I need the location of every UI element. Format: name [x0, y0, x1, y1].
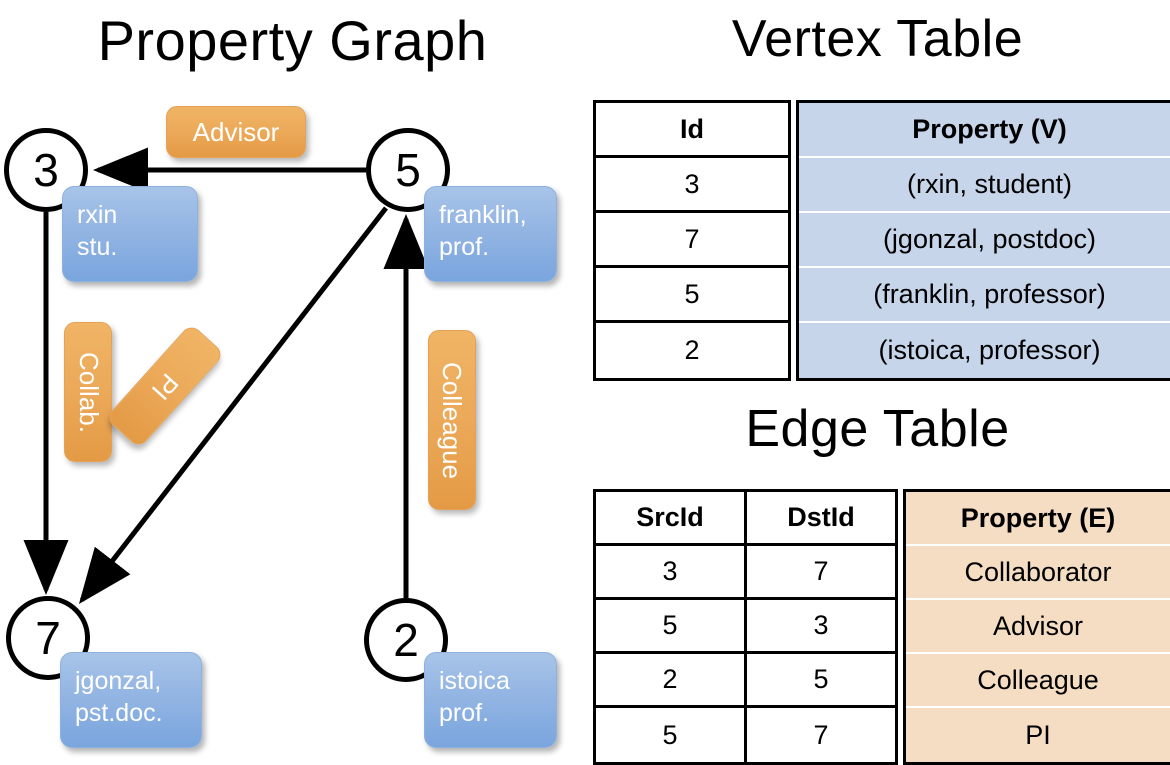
- vertex-property-callout-2-line2: prof.: [439, 699, 490, 727]
- edge-table-column-property: Property (E) Collaborator Advisor Collea…: [903, 489, 1170, 765]
- table-row: 2: [684, 335, 700, 365]
- vertex-table: Id 3 7 5 2 Property (V) (rxin, student) …: [593, 100, 1170, 381]
- table-row: 2: [596, 654, 744, 708]
- table-row: (istoica, professor): [799, 323, 1170, 378]
- edge-label-advisor-text: Advisor: [192, 116, 280, 147]
- graph-node-5-label: 5: [395, 144, 421, 196]
- table-row: 3: [596, 158, 788, 213]
- table-row: 5: [596, 268, 788, 323]
- table-row: 7: [596, 213, 788, 268]
- vertex-property-callout-7: jgonzal, pst.doc.: [60, 652, 202, 748]
- graph-edge-lines: [23, 147, 429, 604]
- section-title-vertex-table: Vertex Table: [731, 10, 1024, 68]
- graph-node-2[interactable]: 2: [364, 598, 448, 682]
- property-graph-diagram: 3 5 7 2 rxin stu. franklin, prof. jgonza…: [0, 0, 585, 760]
- table-row: Advisor: [906, 600, 1170, 654]
- graph-node-3-label: 3: [33, 144, 59, 196]
- edge-table: SrcId 3 5 2 5 DstId 7 3 5 7 Property (E)…: [593, 489, 1170, 765]
- table-row: (jgonzal, postdoc): [799, 213, 1170, 268]
- table-row: 3: [596, 546, 744, 600]
- edge-label-advisor: Advisor: [166, 106, 306, 158]
- edge-label-colleague-text: Colleague: [437, 361, 468, 479]
- edge-table-header-dstid: DstId: [747, 492, 895, 546]
- edge-table-column-srcid: SrcId 3 5 2 5: [593, 489, 747, 765]
- vertex-table-column-property: Property (V) (rxin, student) (jgonzal, p…: [796, 100, 1170, 381]
- vertex-property-callout-5-line2: prof.: [439, 233, 490, 261]
- edge-table-header-property: Property (E): [906, 492, 1170, 546]
- table-row: Colleague: [906, 654, 1170, 708]
- table-row: 7: [747, 546, 895, 600]
- vertex-property-callout-3: rxin stu.: [62, 186, 198, 282]
- edge-label-collab: Collab.: [64, 322, 112, 462]
- vertex-property-callout-5: franklin, prof.: [424, 186, 557, 282]
- edge-line-5-to-7: [78, 206, 388, 604]
- vertex-property-callout-7-line1: jgonzal,: [75, 667, 162, 695]
- graph-node-2-label: 2: [393, 614, 419, 666]
- edge-table-column-dstid: DstId 7 3 5 7: [747, 489, 898, 765]
- vertex-property-callout-7-line2: pst.doc.: [75, 699, 163, 727]
- table-row: 7: [813, 719, 829, 750]
- edge-label-pi-text: PI: [145, 367, 185, 406]
- vertex-property-callout-3-line1: rxin: [77, 201, 118, 229]
- vertex-table-header-id: Id: [596, 103, 788, 158]
- table-row: (rxin, student): [799, 158, 1170, 213]
- section-title-edge-table: Edge Table: [745, 400, 1010, 458]
- table-row: 5: [747, 654, 895, 708]
- page-title-property-graph: Property Graph: [97, 9, 488, 72]
- edge-label-colleague: Colleague: [428, 330, 476, 510]
- vertex-property-callout-2-line1: istoica: [439, 667, 510, 695]
- graph-node-5[interactable]: 5: [366, 128, 450, 212]
- edge-table-header-srcid: SrcId: [596, 492, 744, 546]
- table-row: Collaborator: [906, 546, 1170, 600]
- table-row: 5: [596, 600, 744, 654]
- graph-node-7-label: 7: [35, 612, 61, 664]
- vertex-property-callout-5-line1: franklin,: [439, 201, 527, 229]
- table-row: (franklin, professor): [799, 268, 1170, 323]
- table-row: 3: [747, 600, 895, 654]
- vertex-property-callout-3-line2: stu.: [77, 233, 118, 261]
- vertex-property-callout-2: istoica prof.: [424, 652, 557, 748]
- edge-label-collab-text: Collab.: [73, 351, 104, 433]
- table-row: PI: [906, 708, 1170, 762]
- table-row: 5: [662, 719, 678, 750]
- vertex-table-header-property: Property (V): [799, 103, 1170, 158]
- vertex-table-column-id: Id 3 7 5 2: [593, 100, 791, 381]
